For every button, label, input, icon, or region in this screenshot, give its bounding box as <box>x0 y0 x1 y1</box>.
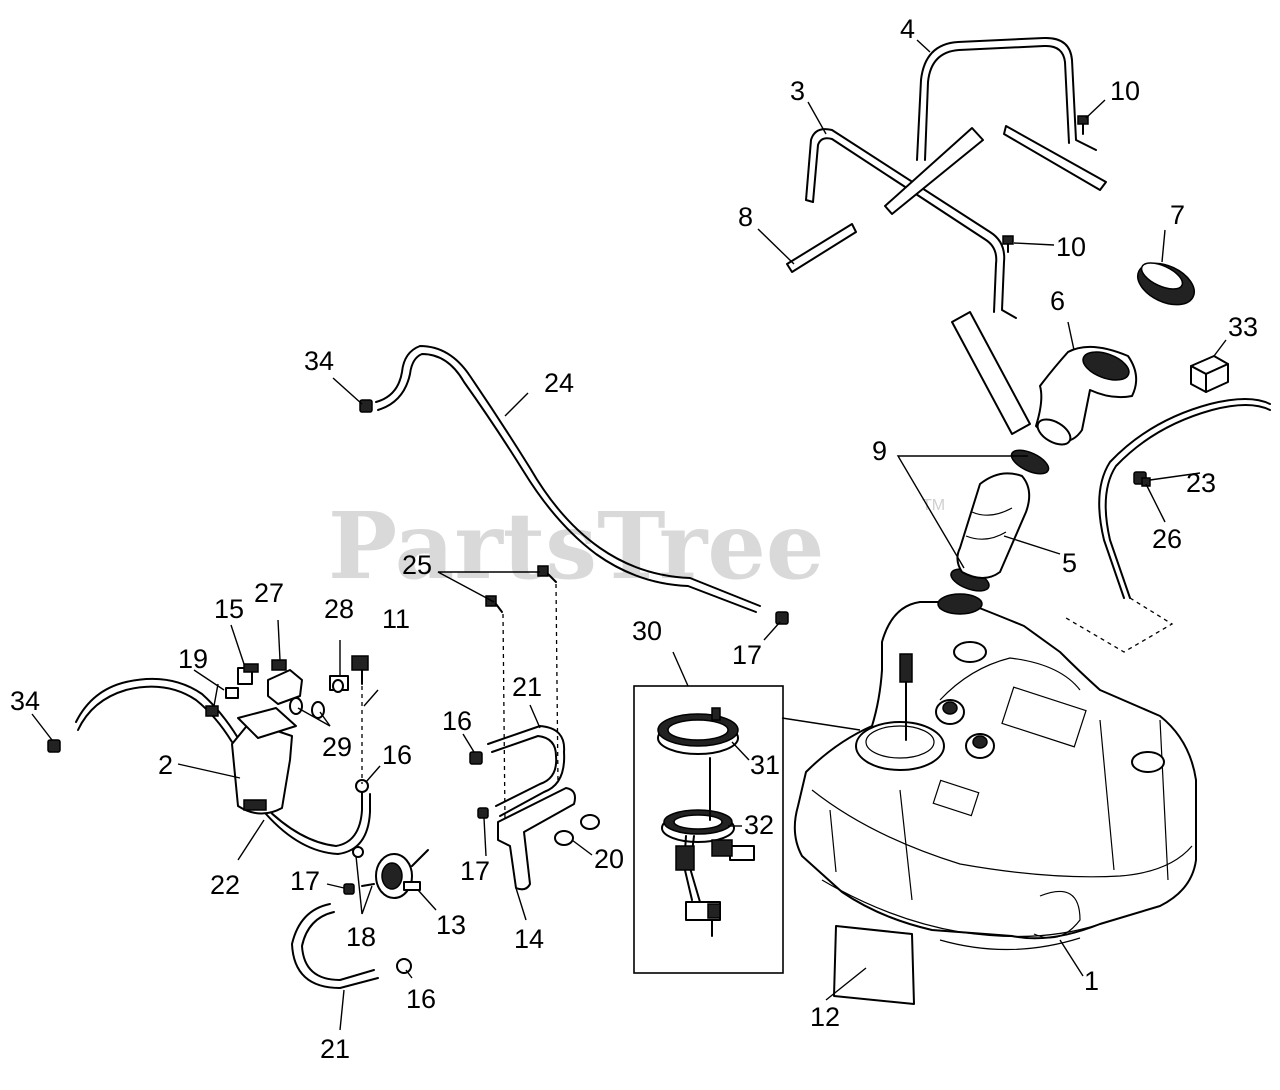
part-27-fuel-valve[interactable] <box>267 659 303 705</box>
part-26-clip[interactable] <box>1133 471 1151 487</box>
callout-13: 13 <box>436 910 466 940</box>
callout-23: 23 <box>1186 468 1216 498</box>
part-1-fuel-tank[interactable] <box>793 593 1197 951</box>
part-17-clamp-center[interactable] <box>477 807 489 819</box>
callout-30: 30 <box>632 616 662 646</box>
callout-6: 6 <box>1050 286 1065 316</box>
callout-15: 15 <box>214 594 244 624</box>
watermark-trademark: TM <box>922 497 945 514</box>
leader-lines <box>31 39 1227 1031</box>
vent-hose-routing-line <box>1065 597 1174 653</box>
part-30-pump-assembly-box <box>633 685 784 974</box>
callout-29: 29 <box>322 732 352 762</box>
part-8-pad[interactable] <box>786 223 857 273</box>
part-3-tank-strap[interactable] <box>805 128 1017 319</box>
part-23-vent-hose[interactable] <box>1098 398 1271 599</box>
callout-27: 27 <box>254 578 284 608</box>
part-34-cap-left[interactable] <box>47 739 61 753</box>
callout-22: 22 <box>210 870 240 900</box>
callout-4: 4 <box>900 14 915 44</box>
callout-2: 2 <box>158 750 173 780</box>
part-28-fitting[interactable] <box>329 675 349 693</box>
callout-5: 5 <box>1062 548 1077 578</box>
part-21-hose-upper[interactable] <box>487 725 566 817</box>
callout-17-left: 17 <box>290 866 320 896</box>
callout-33: 33 <box>1228 312 1258 342</box>
bolt-alignment-line <box>502 613 506 823</box>
part-17-clamp-left[interactable] <box>343 883 355 895</box>
part-31-lock-ring[interactable] <box>657 707 739 755</box>
callout-16-lower: 16 <box>406 984 436 1014</box>
part-11-elbow-fitting[interactable] <box>351 655 369 685</box>
callout-8: 8 <box>738 202 753 232</box>
callout-21-lower: 21 <box>320 1034 350 1064</box>
part-19-fitting[interactable] <box>205 687 239 717</box>
callout-17-center: 17 <box>460 856 490 886</box>
bolt-alignment-line <box>555 583 559 785</box>
callout-34-upper: 34 <box>304 346 334 376</box>
callout-34-left: 34 <box>10 686 40 716</box>
part-4-tank-strap[interactable] <box>916 36 1097 161</box>
part-33-block[interactable] <box>1190 355 1229 393</box>
part-20-nut[interactable] <box>580 814 600 830</box>
part-29-o-rings[interactable] <box>289 697 325 719</box>
callout-26: 26 <box>1152 524 1182 554</box>
fuel-hose-left[interactable] <box>77 685 233 743</box>
callout-labels: 1 2 3 4 5 6 7 8 9 10 10 11 12 13 14 15 1… <box>10 14 1258 1064</box>
callout-28: 28 <box>324 594 354 624</box>
callout-12: 12 <box>810 1002 840 1032</box>
callout-20: 20 <box>594 844 624 874</box>
strap-pad <box>1003 125 1107 191</box>
part-17-clamp-right[interactable] <box>775 611 789 625</box>
callout-21-upper: 21 <box>512 672 542 702</box>
part-15-fitting[interactable] <box>237 663 259 685</box>
callout-1: 1 <box>1084 966 1099 996</box>
part-24-fuel-line[interactable] <box>375 345 761 607</box>
callout-19: 19 <box>178 644 208 674</box>
part-6-filler-neck[interactable] <box>1033 345 1138 450</box>
callout-16-mid: 16 <box>442 706 472 736</box>
part-12-decal[interactable] <box>833 925 915 1005</box>
part-34-cap-upper[interactable] <box>359 399 373 413</box>
callout-24: 24 <box>544 368 574 398</box>
watermark: PartsTree TM <box>328 492 945 600</box>
tank-fitting <box>935 699 995 759</box>
callout-9: 9 <box>872 436 887 466</box>
part-10-bolt-lower[interactable] <box>1002 235 1014 253</box>
strap-pad <box>884 127 984 215</box>
watermark-text: PartsTree <box>328 492 824 600</box>
part-22-fuel-hose[interactable] <box>263 791 363 847</box>
part-7-fuel-cap[interactable] <box>1131 255 1201 313</box>
part-25-bolt[interactable] <box>537 565 557 583</box>
callout-17-right: 17 <box>732 640 762 670</box>
part-20-nut[interactable] <box>554 830 574 846</box>
callout-32: 32 <box>744 810 774 840</box>
callout-31: 31 <box>750 750 780 780</box>
callout-18: 18 <box>346 922 376 952</box>
part-21-hose-lower[interactable] <box>291 903 379 989</box>
part-32-fuel-pump-module[interactable] <box>661 757 755 937</box>
part-18-clip[interactable] <box>352 846 364 858</box>
callout-10-lower: 10 <box>1056 232 1086 262</box>
part-2-fuel-filter[interactable] <box>231 707 297 815</box>
part-16-clamp-lower[interactable] <box>396 958 412 974</box>
neck-pad <box>951 311 1031 435</box>
callout-7: 7 <box>1170 200 1185 230</box>
part-5-filler-hose[interactable] <box>956 472 1031 579</box>
part-16-clamp-mid[interactable] <box>469 751 483 765</box>
callout-14: 14 <box>514 924 544 954</box>
callout-25: 25 <box>402 550 432 580</box>
callout-16-upper: 16 <box>382 740 412 770</box>
part-13-fuel-pump[interactable] <box>361 849 429 899</box>
callout-11: 11 <box>382 604 410 634</box>
callout-3: 3 <box>790 76 805 106</box>
part-10-bolt-upper[interactable] <box>1077 115 1089 135</box>
callout-10-upper: 10 <box>1110 76 1140 106</box>
